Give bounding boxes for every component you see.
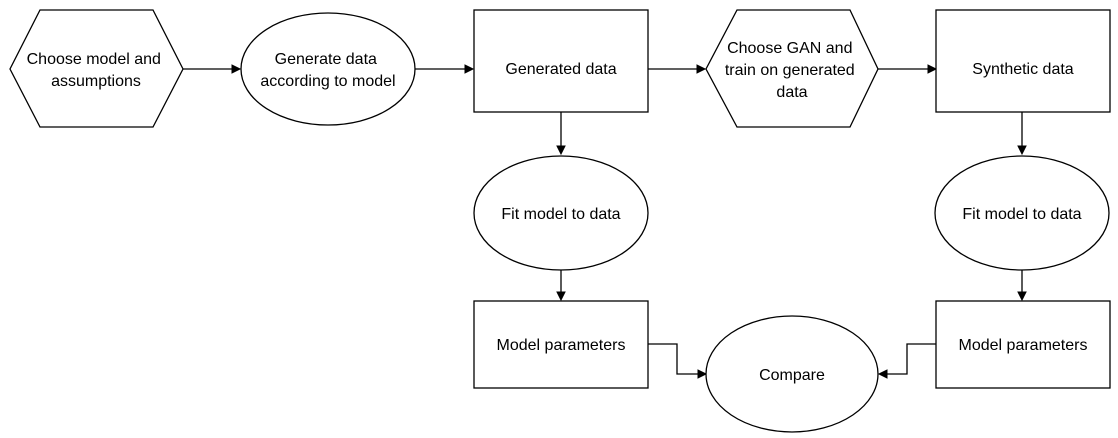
node-generate-data: Generate data according to model — [240, 12, 416, 126]
node-fit-model-left: Fit model to data — [473, 155, 649, 271]
node-label-line: Choose model and — [27, 51, 161, 68]
node-label-line: Model parameters — [959, 337, 1088, 354]
node-label-line: Compare — [759, 367, 825, 384]
hexagon-shape — [705, 9, 879, 128]
arrowhead-icon — [1017, 145, 1027, 156]
node-label-line: train on generated — [725, 62, 855, 79]
node-choose-gan: Choose GAN and train on generated data — [705, 9, 879, 128]
rectangle-shape — [473, 300, 649, 389]
node-label-line: Fit model to data — [962, 206, 1081, 223]
ellipse-shape — [934, 155, 1110, 271]
node-label: Fit model to data — [501, 206, 620, 223]
ellipse-shape — [705, 315, 879, 433]
rectangle-shape — [935, 300, 1111, 389]
node-label: Compare — [759, 367, 825, 384]
node-label: Generate data according to model — [260, 51, 395, 90]
edges — [183, 64, 1027, 379]
node-label-line: according to model — [260, 73, 395, 90]
node-label-line: assumptions — [51, 73, 141, 90]
node-label-line: Choose GAN and — [727, 40, 852, 57]
node-label: Model parameters — [959, 337, 1088, 354]
node-label-line: Generated data — [505, 61, 616, 78]
arrowhead-icon — [1017, 291, 1027, 302]
node-fit-model-right: Fit model to data — [934, 155, 1110, 271]
node-label: Synthetic data — [972, 61, 1074, 78]
node-label: Generated data — [505, 61, 616, 78]
node-label: Fit model to data — [962, 206, 1081, 223]
arrowhead-icon — [696, 64, 707, 74]
ellipse-shape — [240, 12, 416, 126]
node-label: Model parameters — [497, 337, 626, 354]
edge-model-params-right-to-compare — [887, 343, 936, 375]
edge-model-params-left-to-compare — [648, 343, 698, 375]
node-label-line: Model parameters — [497, 337, 626, 354]
node-synthetic-data: Synthetic data — [935, 9, 1111, 113]
arrowhead-icon — [464, 64, 475, 74]
arrowhead-icon — [231, 64, 242, 74]
node-model-params-right: Model parameters — [935, 300, 1111, 389]
arrowhead-icon — [877, 369, 888, 379]
node-generated-data: Generated data — [473, 9, 649, 113]
node-label: Choose model and assumptions — [27, 51, 166, 90]
rectangle-shape — [473, 9, 649, 113]
node-label-line: Synthetic data — [972, 61, 1074, 78]
node-label-line: Fit model to data — [501, 206, 620, 223]
node-label: Choose GAN and train on generated data — [725, 40, 859, 101]
arrowhead-icon — [556, 145, 566, 156]
ellipse-shape — [473, 155, 649, 271]
rectangle-shape — [935, 9, 1111, 113]
node-label-line: Generate data — [275, 51, 377, 68]
hexagon-shape — [9, 9, 184, 128]
node-model-params-left: Model parameters — [473, 300, 649, 389]
node-choose-model: Choose model and assumptions — [9, 9, 184, 128]
node-compare: Compare — [705, 315, 879, 433]
arrowhead-icon — [697, 369, 708, 379]
node-label-line: data — [776, 84, 807, 101]
arrowhead-icon — [556, 291, 566, 302]
arrowhead-icon — [927, 64, 938, 74]
